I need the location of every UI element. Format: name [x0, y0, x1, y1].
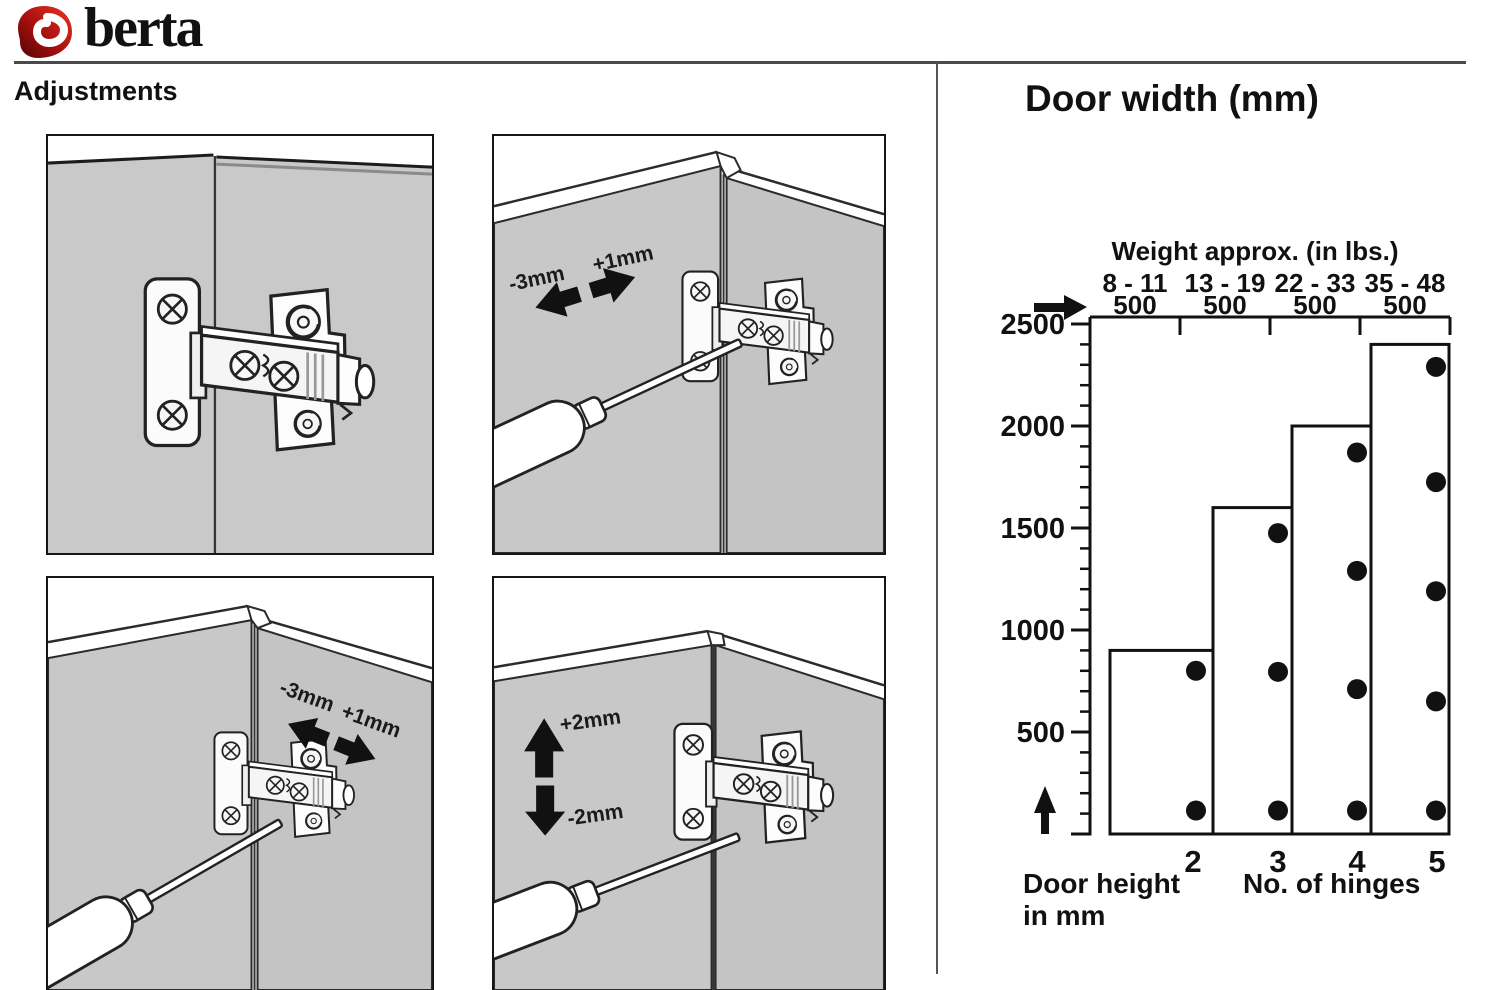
up-adjust-arrow-icon: [524, 718, 565, 778]
hinge-position-dot: [1186, 660, 1206, 681]
x-axis-label: No. of hinges: [1243, 868, 1420, 899]
panel-height-adjustment: +2mm -2mm: [492, 576, 886, 990]
door-top-edge: [48, 153, 214, 165]
segment-width-label: 500: [1203, 290, 1246, 320]
hinge-position-dot: [1426, 581, 1446, 602]
top-board-corner: [715, 150, 742, 180]
top-board-edge: [258, 616, 432, 670]
header-divider: [14, 61, 1466, 64]
door-width-chart: Door width (mm) Weight approx. (in lbs.)8…: [937, 64, 1500, 974]
left-door-panel: [48, 156, 214, 553]
height-adjustment-illustration: +2mm -2mm: [494, 629, 884, 990]
weight-range-label: 13 - 19: [1185, 268, 1266, 298]
hinge-count-chart: Door width (mm) Weight approx. (in lbs.)8…: [1000, 78, 1452, 931]
top-board-edge: [494, 629, 708, 669]
y-tick-label: 2000: [1000, 411, 1065, 443]
y-axis-label-line2: in mm: [1023, 900, 1105, 931]
vertical-divider: [936, 63, 938, 974]
x-tick-label: 2: [1184, 844, 1201, 879]
brand-logo: berta: [14, 0, 204, 60]
top-board-edge: [494, 150, 717, 208]
right-arrow-icon: [1034, 295, 1087, 320]
hinge-position-dot: [1268, 661, 1288, 682]
panel-hinge-front-view: [46, 134, 434, 555]
top-board-corner: [246, 604, 272, 630]
weight-range-label: 8 - 11: [1102, 268, 1167, 298]
x-tick-label: 5: [1428, 844, 1445, 879]
panel-side-adjustment: -3mm +1mm: [46, 576, 434, 990]
panel-depth-adjustment: -3mm +1mm: [492, 134, 886, 555]
brand-name: berta: [84, 0, 204, 59]
x-tick-label: 4: [1348, 844, 1366, 879]
top-board-edge: [48, 604, 248, 644]
side-adjustment-illustration: -3mm +1mm: [48, 604, 432, 990]
segment-width-label: 500: [1113, 290, 1156, 320]
y-tick-label: 500: [1017, 717, 1065, 749]
door-top-edge: [216, 155, 432, 169]
bar-4-hinges: [1290, 424, 1373, 836]
hinge-position-dot: [1426, 356, 1446, 377]
hinge-position-dot: [1268, 523, 1288, 544]
section-title: Adjustments: [14, 76, 178, 106]
up-arrow-icon: [1034, 786, 1056, 834]
top-board-corner: [706, 629, 726, 647]
hinge-position-dot: [1347, 560, 1367, 581]
hinge-position-dot: [1347, 679, 1367, 700]
depth-adjustment-illustration: -3mm +1mm: [494, 150, 884, 553]
weight-range-label: 22 - 33: [1275, 268, 1356, 298]
hinge-position-dot: [1186, 800, 1206, 821]
chart-title: Door width (mm): [1025, 78, 1319, 119]
hinge-position-dot: [1426, 472, 1446, 493]
top-board-edge: [727, 166, 884, 216]
door-top-edge-shadow: [216, 162, 432, 176]
y-tick-label: 2500: [1000, 309, 1065, 341]
y-tick-label: 1500: [1000, 513, 1065, 545]
hinge-front-view-illustration: [48, 153, 432, 553]
hinge-position-dot: [1347, 442, 1367, 463]
hinge-position-dot: [1347, 800, 1367, 821]
hinge-position-dot: [1268, 800, 1288, 821]
top-board-edge: [715, 631, 884, 687]
y-axis-label-line1: Door height: [1023, 868, 1180, 899]
down-adjust-arrow-icon: [525, 785, 566, 836]
weight-axis-title: Weight approx. (in lbs.): [1112, 236, 1399, 266]
hinge-position-dot: [1426, 800, 1446, 821]
segment-width-label: 500: [1383, 290, 1426, 320]
hinge-position-dot: [1426, 691, 1446, 712]
berta-logo-icon: [18, 6, 72, 58]
segment-width-label: 500: [1293, 290, 1336, 320]
x-tick-label: 3: [1269, 844, 1286, 879]
y-tick-label: 1000: [1000, 615, 1065, 647]
weight-range-label: 35 - 48: [1365, 268, 1446, 298]
